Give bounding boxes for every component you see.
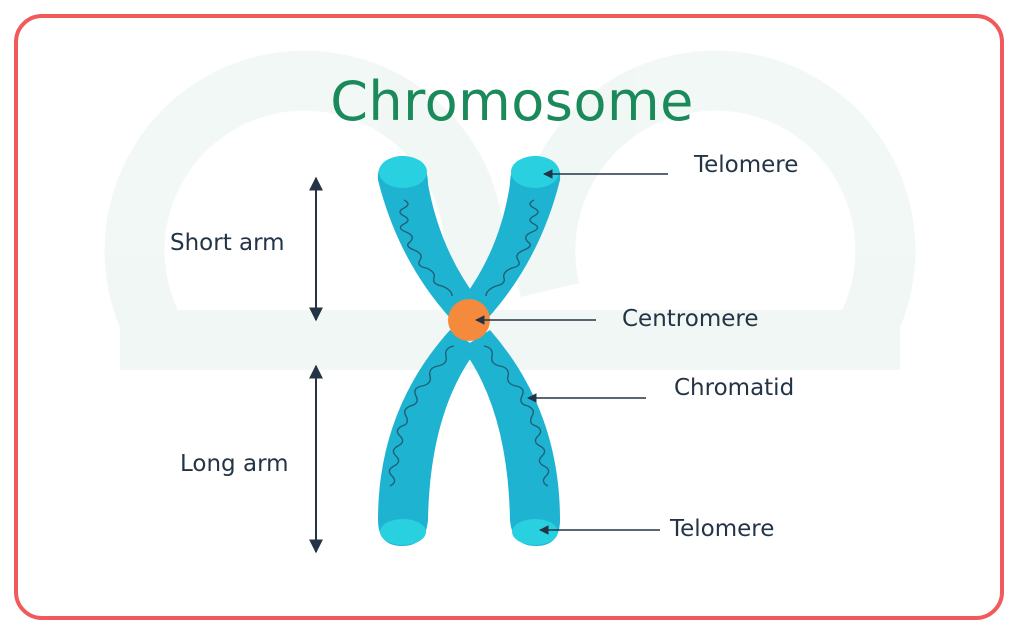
chromatid-label: Chromatid (674, 375, 795, 401)
centromere-label: Centromere (622, 306, 759, 332)
diagram-frame (14, 14, 1004, 620)
diagram-title: Chromosome (330, 70, 694, 133)
chromatid-lower-left (378, 330, 478, 546)
long-arm-label: Long arm (180, 451, 289, 477)
short-arm-label: Short arm (170, 230, 285, 256)
telomere-tip-lower-right (512, 519, 558, 545)
telomere-tip-lower-left (380, 519, 426, 545)
telomere-tip-upper-left (379, 156, 427, 188)
telomere-tip-upper-right (511, 156, 559, 188)
chromatid-upper-right (462, 156, 561, 318)
chromatid-upper-left (377, 156, 478, 318)
telomere-bottom-label: Telomere (670, 516, 775, 542)
dna-coils (388, 199, 550, 487)
telomere-top-label: Telomere (694, 152, 799, 178)
chromatid-lower-right (462, 330, 560, 546)
centromere-dot (448, 299, 490, 341)
